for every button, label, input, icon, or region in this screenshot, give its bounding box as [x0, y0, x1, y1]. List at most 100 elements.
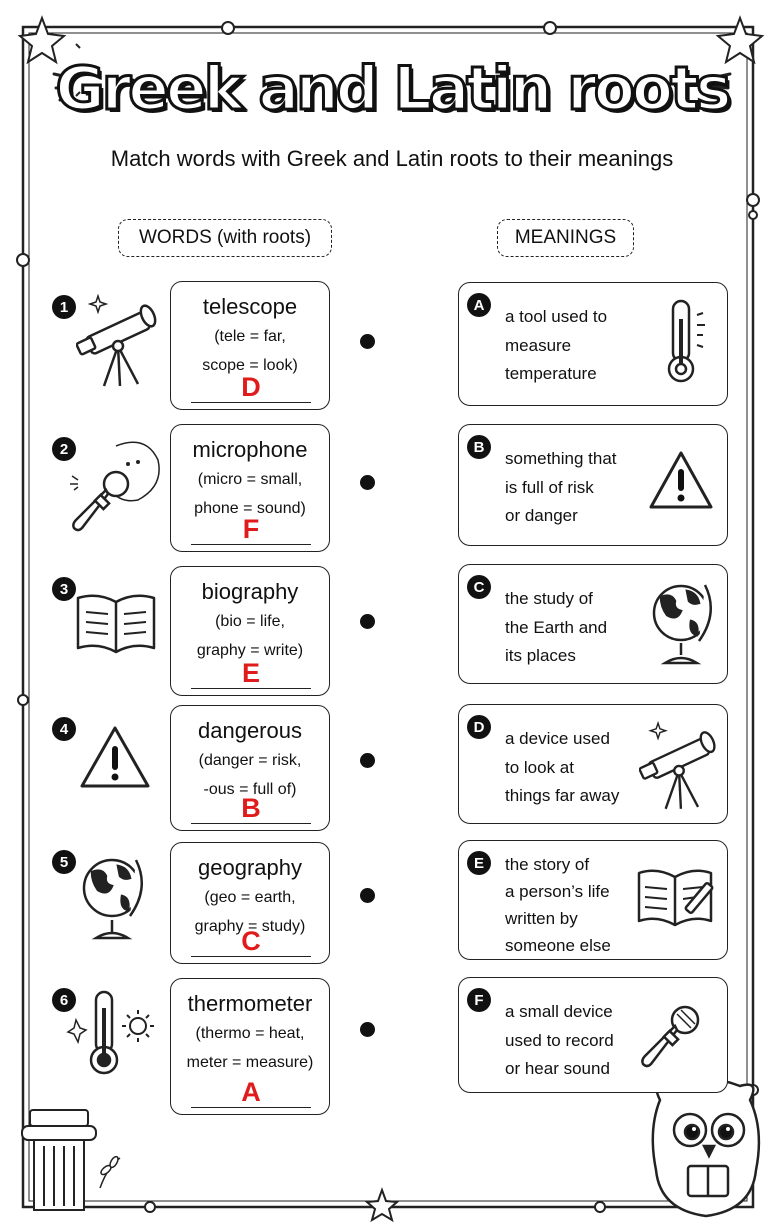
meaning-line: the story of — [505, 855, 590, 874]
meanings-column-heading: MEANINGS — [497, 219, 634, 257]
answer-letter: F — [242, 514, 260, 544]
meaning-line: or danger — [505, 506, 578, 525]
words-column-heading: WORDS (with roots) — [118, 219, 332, 257]
thermometer-icon — [66, 990, 154, 1075]
word-root-line: (danger = risk, — [198, 752, 302, 769]
leaf-icon — [99, 1155, 121, 1189]
microphone-icon — [70, 441, 160, 532]
meaning-line: is full of risk — [505, 477, 594, 497]
globe-icon — [82, 858, 143, 940]
word-root-line: (bio = life, — [215, 613, 285, 630]
meaning-letter-badge: C — [467, 575, 491, 599]
meaning-card: C the study of the Earth and its places — [458, 564, 728, 684]
answer-field[interactable]: C — [191, 922, 311, 957]
column-icon — [21, 1109, 97, 1211]
globe-icon — [652, 584, 712, 665]
meaning-card: E the story of a person’s life written b… — [458, 840, 728, 960]
match-dot[interactable] — [360, 475, 375, 490]
meaning-line: things far away — [505, 786, 620, 805]
meaning-card: A a tool used to measure temperature — [458, 282, 728, 406]
answer-letter: E — [241, 658, 260, 688]
meaning-card: F a small device used to record or hear … — [458, 977, 728, 1093]
answer-field[interactable]: F — [191, 510, 311, 545]
meaning-card: B something that is full of risk or dang… — [458, 424, 728, 546]
match-dot[interactable] — [360, 888, 375, 903]
meaning-text: something that is full of risk or danger — [505, 445, 655, 531]
answer-letter: B — [241, 793, 261, 823]
meaning-line: a person’s life — [505, 882, 610, 901]
meaning-line: measure — [505, 335, 572, 355]
warning-icon — [649, 451, 713, 509]
answer-field[interactable]: E — [191, 654, 311, 689]
answer-letter: A — [241, 1077, 261, 1107]
word-title: thermometer — [187, 991, 313, 1016]
book-pencil-icon — [637, 869, 714, 927]
meaning-line: the Earth and — [505, 617, 608, 637]
word-number-badge: 2 — [52, 437, 76, 461]
word-title: microphone — [192, 437, 308, 462]
meaning-text: a tool used to measure temperature — [505, 303, 655, 389]
meaning-line: its places — [505, 646, 576, 665]
answer-field[interactable]: D — [191, 368, 311, 403]
word-card: microphone (micro = small, phone = sound… — [170, 424, 330, 552]
word-root-line: -ous = full of) — [203, 781, 297, 798]
answer-letter: C — [241, 926, 261, 956]
meaning-text: the study of the Earth and its places — [505, 585, 655, 671]
meaning-line: to look at — [505, 757, 574, 777]
meaning-line: written by — [505, 909, 578, 928]
word-root-line: meter = measure) — [186, 1054, 314, 1071]
word-root-line: (thermo = heat, — [195, 1025, 305, 1042]
microphone-icon — [641, 1005, 700, 1068]
meaning-letter-badge: F — [467, 988, 491, 1012]
meaning-line: used to record — [505, 1030, 614, 1050]
star-icon — [17, 15, 765, 1223]
meaning-letter-badge: D — [467, 715, 491, 739]
meaning-letter-badge: E — [467, 851, 491, 875]
word-number-badge: 5 — [52, 850, 76, 874]
meaning-line: a tool used to — [505, 307, 608, 326]
meaning-line: the study of — [505, 589, 593, 608]
word-root-line: phone = sound) — [194, 500, 306, 517]
word-root-line: scope = look) — [202, 357, 298, 374]
match-dot[interactable] — [360, 334, 375, 349]
word-card: thermometer (thermo = heat, meter = meas… — [170, 978, 330, 1115]
meaning-line: something that — [505, 449, 617, 468]
meaning-line: a device used — [505, 729, 610, 748]
word-title: dangerous — [198, 718, 302, 743]
word-root-line: (micro = small, — [197, 471, 303, 488]
meaning-letter-badge: A — [467, 293, 491, 317]
meaning-text: the story of a person’s life written by … — [505, 851, 655, 959]
word-number-badge: 4 — [52, 717, 76, 741]
answer-field[interactable]: A — [191, 1073, 311, 1108]
owl-icon — [651, 1077, 761, 1218]
answer-field[interactable]: B — [191, 789, 311, 824]
book-icon — [76, 594, 156, 654]
word-card: telescope (tele = far, scope = look) D — [170, 281, 330, 410]
meaning-line: temperature — [505, 364, 597, 383]
word-card: biography (bio = life, graphy = write) E — [170, 566, 330, 696]
meaning-text: a device used to look at things far away — [505, 725, 655, 811]
meaning-card: D a device used to look at things far aw… — [458, 704, 728, 824]
word-root-line: graphy = write) — [196, 642, 304, 659]
page-subtitle: Match words with Greek and Latin roots t… — [110, 146, 674, 171]
meaning-line: or hear sound — [505, 1059, 610, 1078]
meaning-line: a small device — [505, 1002, 613, 1021]
warning-icon — [80, 726, 150, 788]
match-dot[interactable] — [360, 753, 375, 768]
word-number-badge: 1 — [52, 295, 76, 319]
thermometer-icon — [667, 299, 705, 383]
word-root-line: graphy = study) — [194, 918, 306, 935]
match-dot[interactable] — [360, 1022, 375, 1037]
page-title: Greek and Latin roots — [54, 53, 733, 126]
telescope-icon — [639, 720, 716, 810]
word-title: biography — [201, 579, 299, 604]
match-dot[interactable] — [360, 614, 375, 629]
word-number-badge: 6 — [52, 988, 76, 1012]
word-root-line: (tele = far, — [214, 328, 286, 345]
word-title: telescope — [202, 294, 298, 319]
word-title: geography — [198, 855, 302, 880]
word-card: geography (geo = earth, graphy = study) … — [170, 842, 330, 964]
meaning-line: someone else — [505, 936, 611, 955]
answer-letter: D — [241, 372, 261, 402]
